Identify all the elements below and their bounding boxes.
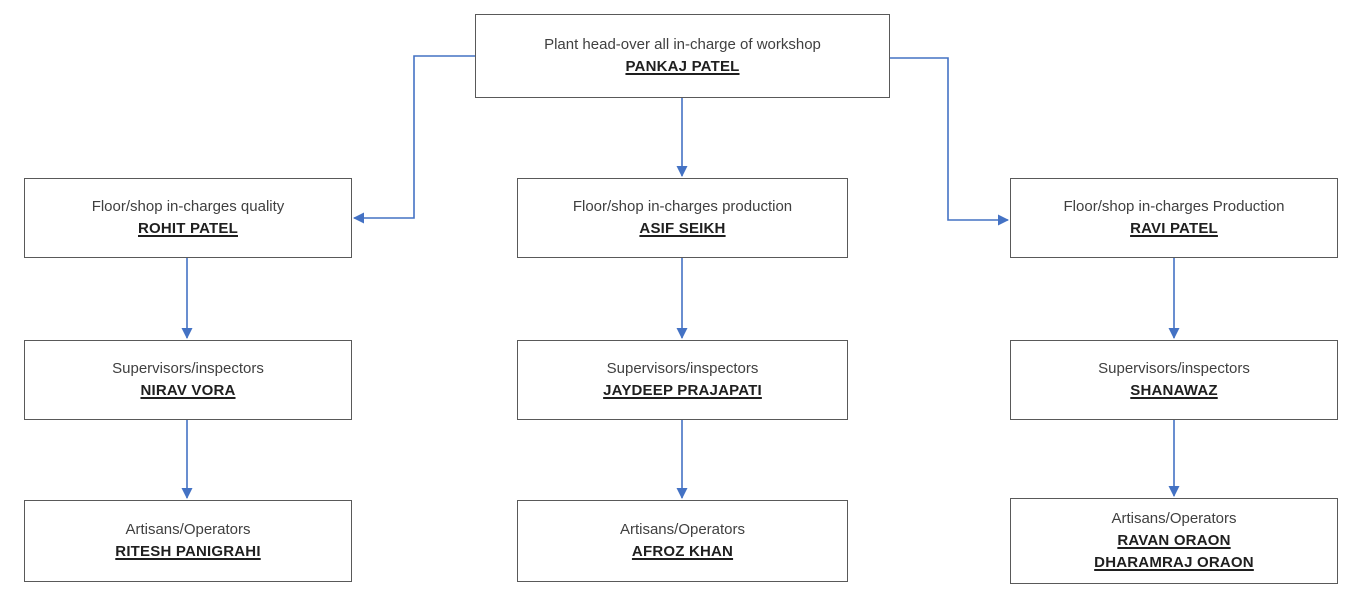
node-person-name: JAYDEEP PRAJAPATI [603, 382, 762, 399]
node-role: Supervisors/inspectors [606, 359, 759, 377]
node-production-incharge-right: Floor/shop in-charges Production RAVI PA… [1010, 178, 1338, 258]
node-role: Plant head-over all in-charge of worksho… [544, 35, 821, 53]
node-person-name: RAVAN ORAON [1117, 531, 1231, 549]
node-artisan-mid: Artisans/Operators AFROZ KHAN [517, 500, 848, 582]
node-role: Supervisors/inspectors [112, 359, 264, 377]
node-supervisor-mid: Supervisors/inspectors JAYDEEP PRAJAPATI [517, 340, 848, 420]
node-person-name: NIRAV VORA [140, 382, 236, 399]
connector-head-to-quality [353, 55, 475, 224]
node-supervisor-left: Supervisors/inspectors NIRAV VORA [24, 340, 352, 420]
node-role: Artisans/Operators [1111, 509, 1237, 527]
node-role: Floor/shop in-charges quality [91, 197, 285, 215]
node-artisan-left: Artisans/Operators RITESH PANIGRAHI [24, 500, 352, 582]
node-production-incharge-mid: Floor/shop in-charges production ASIF SE… [517, 178, 848, 258]
node-person-name: AFROZ KHAN [631, 543, 734, 560]
node-role: Floor/shop in-charges Production [1063, 197, 1285, 215]
connector-head-to-production-right [890, 57, 1009, 226]
node-role: Artisans/Operators [619, 520, 746, 538]
node-person-name: PANKAJ PATEL [625, 58, 740, 75]
node-artisan-right: Artisans/Operators RAVAN ORAON DHARAMRAJ… [1010, 498, 1338, 584]
node-person-name: RITESH PANIGRAHI [115, 543, 261, 560]
node-role: Floor/shop in-charges production [572, 197, 793, 215]
node-person-name: ASIF SEIKH [639, 220, 726, 237]
node-supervisor-right: Supervisors/inspectors SHANAWAZ [1010, 340, 1338, 420]
node-person-name: ROHIT PATEL [138, 220, 238, 237]
node-person-name: SHANAWAZ [1130, 382, 1218, 399]
node-quality-incharge: Floor/shop in-charges quality ROHIT PATE… [24, 178, 352, 258]
node-role: Artisans/Operators [125, 520, 251, 538]
node-person-name-2: DHARAMRAJ ORAON [1094, 554, 1254, 572]
node-role: Supervisors/inspectors [1098, 359, 1250, 377]
node-plant-head: Plant head-over all in-charge of worksho… [475, 14, 890, 98]
node-person-name: RAVI PATEL [1130, 220, 1218, 237]
